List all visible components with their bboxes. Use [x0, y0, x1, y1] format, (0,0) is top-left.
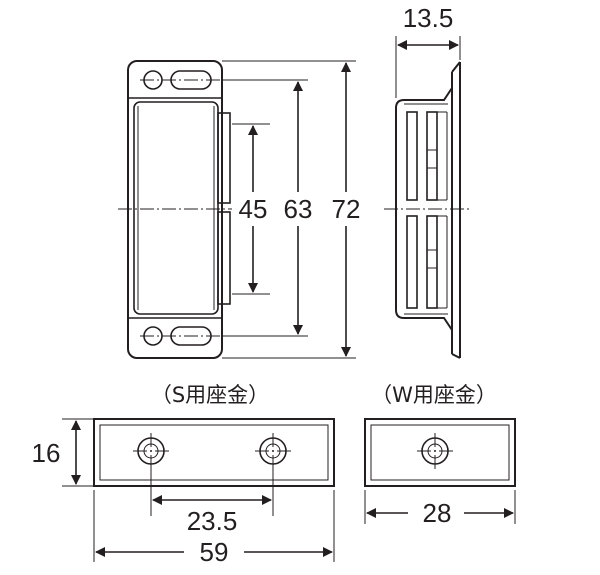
dim-59-label: 59: [200, 537, 229, 567]
dim-13-5-label: 13.5: [403, 3, 454, 33]
s-plate-outline: [93, 418, 335, 487]
front-magnet-bottom: [217, 211, 231, 305]
dim-28-label: 28: [423, 498, 452, 528]
dim-72-label: 72: [332, 194, 361, 224]
dim-16-label: 16: [32, 438, 61, 468]
side-view: [384, 61, 470, 359]
w-plate-outline: [364, 418, 516, 487]
side-slot-mid-top: [426, 111, 438, 201]
side-slot-mid-bottom: [426, 215, 438, 309]
side-slot-left-bottom: [406, 215, 418, 309]
side-slot-left-top: [406, 111, 418, 201]
front-body: [133, 101, 219, 315]
s-plate: [93, 418, 335, 487]
front-view: [118, 60, 232, 359]
dim-45-label: 45: [239, 194, 268, 224]
front-magnet-top: [217, 112, 231, 204]
w-plate-caption: （W用座金）: [371, 383, 497, 407]
front-extension-lines: [222, 60, 356, 359]
dim-63-label: 63: [284, 194, 313, 224]
dim-23-5-label: 23.5: [187, 506, 238, 536]
w-plate: [364, 418, 516, 487]
s-plate-caption: （S用座金）: [151, 383, 269, 407]
